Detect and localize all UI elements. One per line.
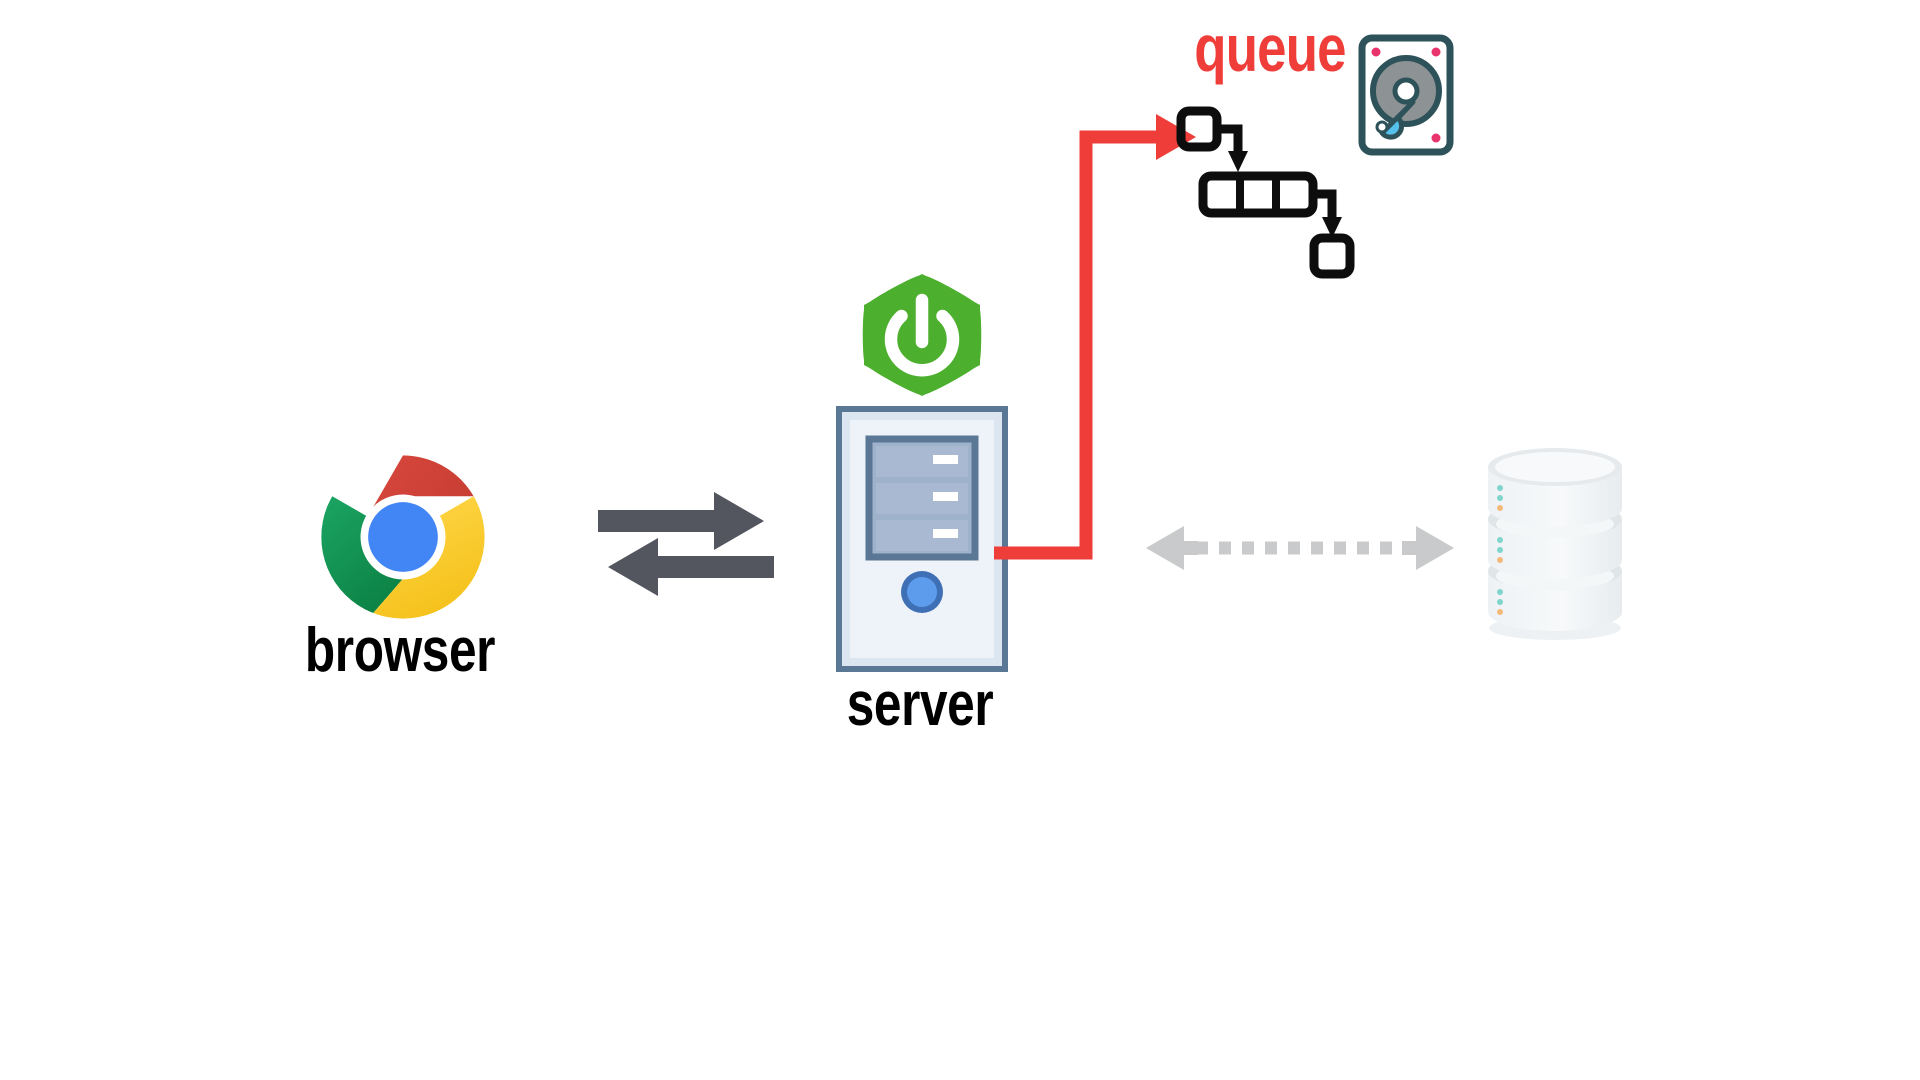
chrome-logo-icon [321,455,485,619]
queue-label: queue [1194,11,1346,85]
database-cylinder-icon [1488,448,1622,640]
browser-node[interactable] [318,452,488,622]
server-tower-icon [836,406,1008,672]
queue-storage [1358,34,1454,156]
dashed-double-arrow-icon [1146,526,1454,570]
spring-boot-logo-icon [862,274,982,396]
red-elbow-arrow-icon [994,114,1196,560]
queue-node[interactable] [1176,106,1366,279]
server-database-connector [1140,518,1460,578]
double-arrow-horizontal-icon [598,492,774,596]
spring-boot-badge [852,272,992,398]
queue-blocks-icon [1176,106,1355,279]
browser-server-connector [596,484,776,604]
server-node[interactable] [836,406,1008,672]
server-queue-connector [990,110,1220,570]
browser-label: browser [304,616,496,685]
database-node[interactable] [1480,448,1630,642]
server-label: server [846,670,994,739]
hard-disk-drive-icon [1358,34,1454,156]
